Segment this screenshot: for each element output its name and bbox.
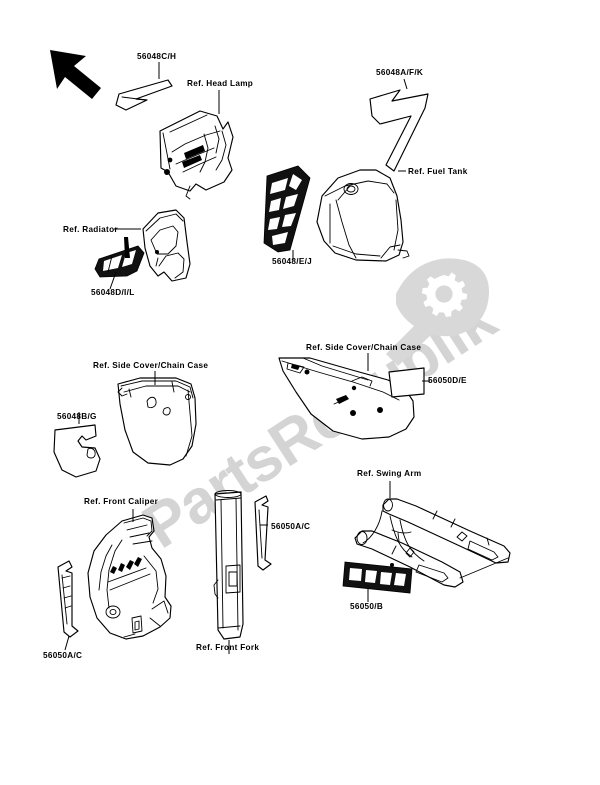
label-layer: 56048C/H Ref. Head Lamp 56048A/F/K Ref. … [43, 52, 468, 660]
label-ref-swing-arm: Ref. Swing Arm [357, 469, 421, 478]
part-group-swing-arm [342, 481, 511, 602]
label-56050A-C-fork: 56050A/C [271, 522, 310, 531]
label-ref-fuel-tank: Ref. Fuel Tank [408, 167, 468, 176]
label-56050D-E: 56050D/E [428, 376, 467, 385]
label-ref-front-caliper: Ref. Front Caliper [84, 497, 159, 506]
label-ref-radiator: Ref. Radiator [63, 225, 118, 234]
ref-front-fork-part [213, 490, 244, 640]
decal-56050D-E [388, 367, 425, 398]
ref-radiator-part [142, 209, 191, 282]
leader-line-56048A-F-K [403, 78, 408, 90]
decal-56048A-F-K [369, 89, 429, 172]
part-group-side-cover-right [278, 353, 430, 440]
label-56048C-H: 56048C/H [137, 52, 176, 61]
label-56048D-I-L: 56048D/I/L [91, 288, 135, 297]
label-ref-head-lamp: Ref. Head Lamp [187, 79, 253, 88]
ref-front-caliper-part [87, 514, 172, 640]
decal-56050A-C-caliper [57, 560, 79, 638]
ref-side-cover-chain-case-left-part [117, 377, 197, 466]
decal-56048C-H [115, 79, 173, 111]
part-group-fuel-tank [263, 78, 429, 262]
part-group-head-lamp [115, 62, 234, 200]
decal-56048D-I-L [94, 237, 145, 278]
decal-56050A-C-fork [254, 495, 272, 571]
ref-side-cover-chain-case-right-part [278, 357, 415, 440]
label-56050A-C-caliper: 56050A/C [43, 651, 82, 660]
decal-56048-E-J [263, 165, 311, 253]
part-group-front-caliper [57, 509, 172, 651]
label-56048-E-J: 56048/E/J [272, 257, 312, 266]
label-ref-side-cover-right: Ref. Side Cover/Chain Case [306, 343, 421, 352]
part-group-front-fork [213, 490, 272, 654]
label-56048A-F-K: 56048A/F/K [376, 68, 423, 77]
decal-56048B-G [53, 424, 101, 478]
leader-line-56050A-C-caliper [64, 635, 70, 651]
label-ref-front-fork: Ref. Front Fork [196, 643, 259, 652]
label-56050-B: 56050/B [350, 602, 383, 611]
gear-icon [421, 272, 468, 317]
ref-head-lamp-part [159, 110, 234, 200]
part-group-radiator [94, 209, 191, 290]
direction-arrow [50, 50, 101, 99]
part-group-side-cover-left [53, 371, 197, 478]
label-56048B-G: 56048B/G [57, 412, 97, 421]
decal-56050-B [342, 561, 413, 594]
ref-fuel-tank-part [316, 169, 410, 262]
watermark-logo [386, 258, 489, 366]
label-ref-side-cover-left: Ref. Side Cover/Chain Case [93, 361, 208, 370]
leader-line-56048D-I-L [109, 271, 117, 290]
ref-swing-arm-part [354, 498, 511, 588]
